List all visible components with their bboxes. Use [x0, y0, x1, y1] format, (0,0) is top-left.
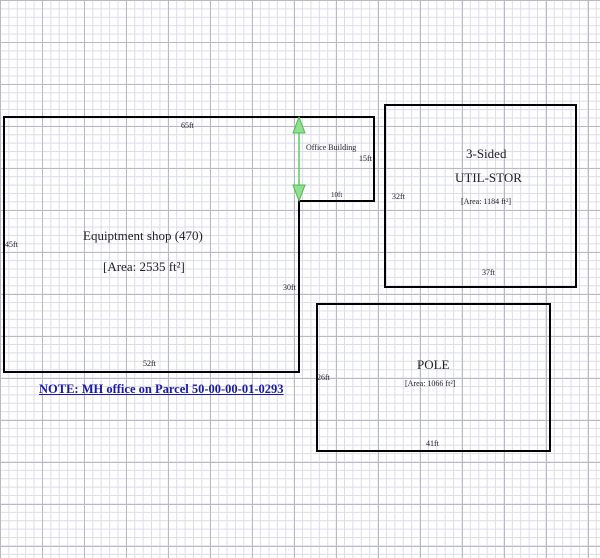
pole-area: [Area: 1066 ft²] — [405, 379, 456, 388]
util-dim-bottom: 37ft — [482, 268, 495, 277]
pole-name: POLE — [417, 357, 450, 372]
pole-outline[interactable] — [316, 303, 551, 452]
arrow-down-icon — [292, 184, 306, 203]
office-dim-right: 15ft — [359, 154, 372, 163]
equipment-shop-outline[interactable] — [3, 116, 375, 373]
util-stor-outline[interactable] — [384, 104, 577, 288]
pole-dim-bottom: 41ft — [426, 439, 439, 448]
office-dim-bottom: 10ft — [331, 191, 343, 199]
dim-left: 45ft — [5, 240, 18, 249]
dim-bottom: 52ft — [143, 359, 156, 368]
dim-right: 30ft — [283, 283, 296, 292]
util-name-1: 3-Sided — [466, 146, 507, 161]
util-name-2: UTIL-STOR — [455, 170, 522, 185]
building-area: [Area: 2535 ft²] — [103, 259, 185, 274]
building-name: Equiptment shop (470) — [83, 228, 203, 243]
util-dim-left: 32ft — [392, 192, 405, 201]
parcel-note-link[interactable]: NOTE: MH office on Parcel 50-00-00-01-02… — [39, 382, 284, 396]
office-name: Office Building — [306, 143, 357, 152]
dim-top: 65ft — [181, 121, 194, 130]
util-area: [Area: 1184 ft²] — [461, 197, 512, 206]
arrow-up-icon — [292, 115, 306, 134]
pole-dim-left: 26ft — [317, 373, 330, 382]
